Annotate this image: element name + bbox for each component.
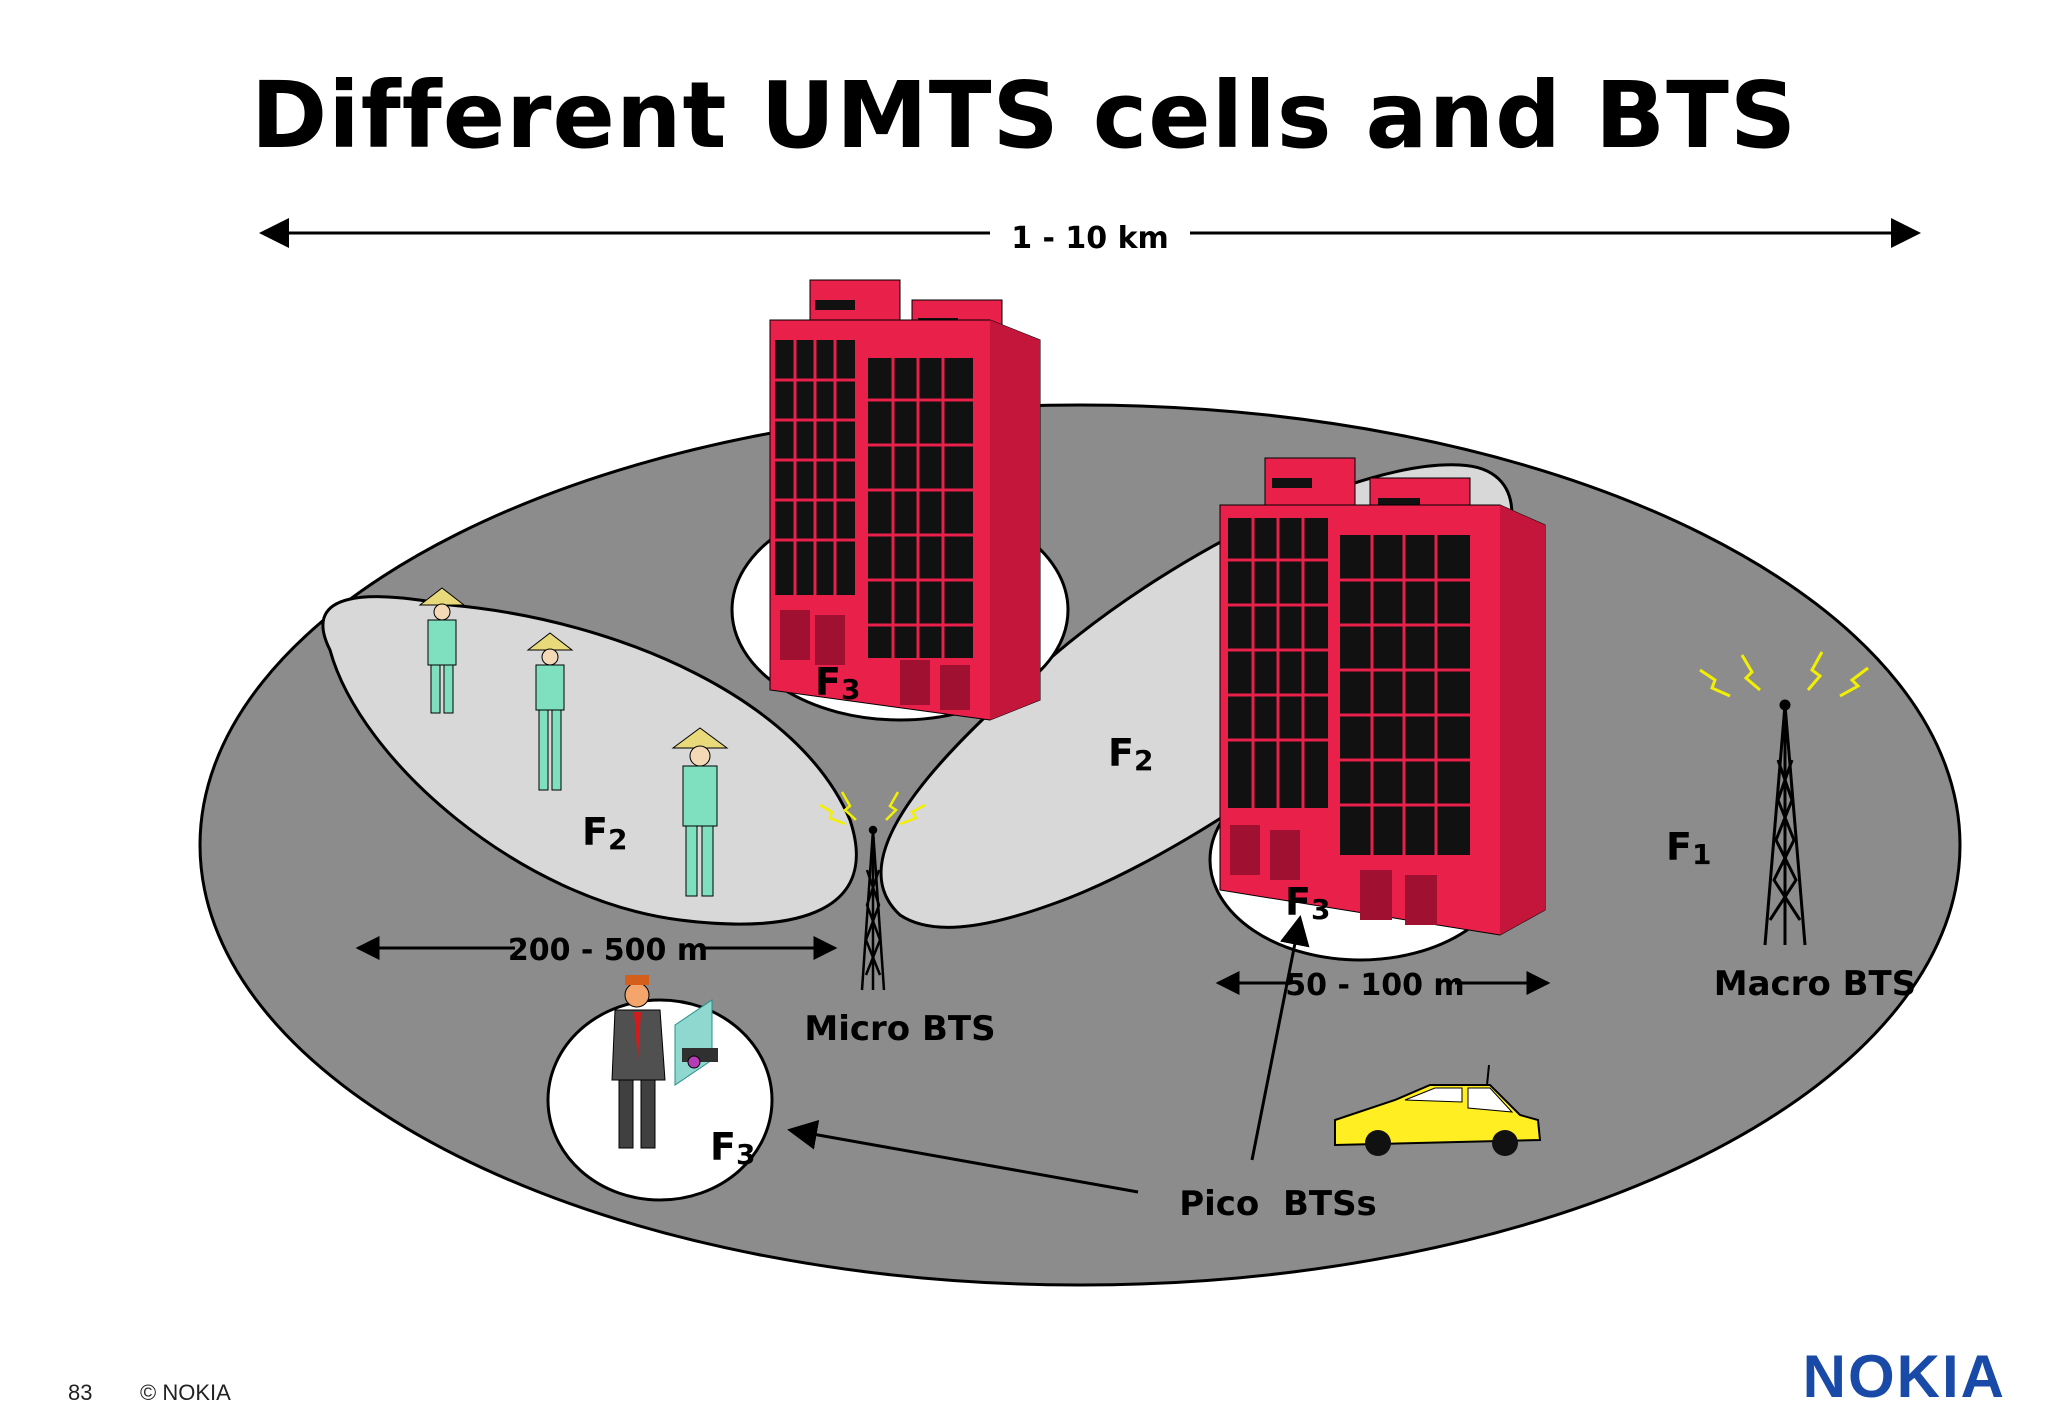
pedestrian-1	[418, 587, 466, 714]
cell-label-f2-left: F2	[582, 810, 627, 856]
cell-label-f3-right: F3	[1285, 880, 1330, 926]
office-building-right	[1219, 457, 1546, 936]
pico-range-label: 50 - 100 m	[1285, 968, 1464, 1003]
cell-label-f3-top: F3	[815, 660, 860, 706]
micro-bts-label: Micro BTS	[804, 1009, 995, 1049]
pedestrian-3	[671, 727, 729, 897]
yellow-car	[1334, 1064, 1542, 1156]
cell-label-f1: F1	[1666, 825, 1711, 871]
office-building-top	[769, 279, 1041, 721]
macro-bts-label: Macro BTS	[1714, 964, 1917, 1004]
cell-label-f2-center: F2	[1108, 731, 1153, 777]
macro-bts-tower	[1763, 699, 1807, 946]
macro-bts-signal-icon	[1699, 651, 1869, 698]
page-title: Different UMTS cells and BTS	[250, 62, 1798, 169]
micro-range-label: 200 - 500 m	[508, 933, 708, 968]
micro-bts-tower	[860, 825, 886, 991]
copyright-notice: © NOKIA	[140, 1380, 231, 1405]
micro-bts-signal-icon	[819, 791, 926, 826]
nokia-logo: NOKIA	[1802, 1343, 2006, 1410]
macro-range-label: 1 - 10 km	[1011, 221, 1169, 256]
pico-bts-label: Pico BTSs	[1179, 1184, 1377, 1224]
page-number: 83	[68, 1380, 93, 1405]
pedestrian-2	[526, 632, 574, 791]
businessman-with-laptop	[611, 975, 718, 1149]
cell-label-f3-left: F3	[710, 1125, 755, 1171]
